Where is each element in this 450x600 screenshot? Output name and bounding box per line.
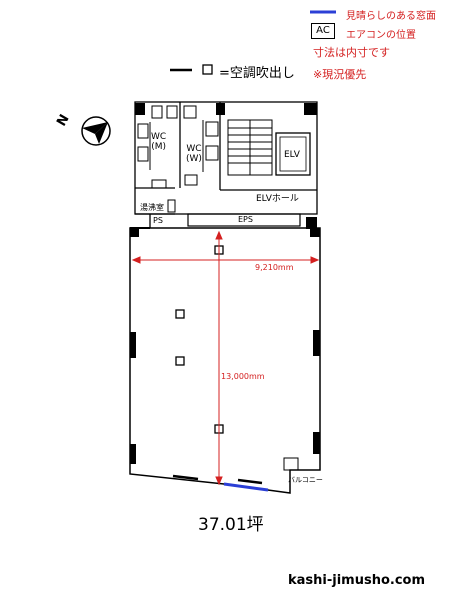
column <box>216 103 225 115</box>
elevator-shaft <box>275 132 311 176</box>
vent <box>175 356 185 366</box>
column <box>130 228 139 237</box>
eps-box <box>187 213 301 227</box>
floor-area: 37.01坪 <box>198 515 264 535</box>
column <box>304 103 317 115</box>
column <box>313 432 320 454</box>
column <box>130 332 136 358</box>
priority-note: ※現況優先 <box>313 68 367 81</box>
room-label-elv-hall: ELVホール <box>256 194 299 204</box>
compass <box>81 116 111 146</box>
wc-m-fixtures <box>137 105 178 189</box>
vent-slit <box>172 474 199 481</box>
stair <box>227 119 273 176</box>
ac-legend-box: AC <box>311 23 335 39</box>
office-outline <box>129 227 321 494</box>
site-url: kashi-jimusho.com <box>288 573 426 588</box>
depth-dimension-label: 13,000mm <box>221 372 265 381</box>
width-dimension-label: 9,210mm <box>255 263 294 272</box>
column <box>306 217 317 229</box>
vent <box>175 309 185 319</box>
dimension-note: 寸法は内寸です <box>313 46 390 59</box>
column <box>310 228 320 237</box>
room-label-elv: ELV <box>284 150 300 160</box>
room-label-ps: PS <box>153 216 163 225</box>
room-label-wc-m: WC (M) <box>151 132 167 152</box>
ac-legend-label: エアコンの位置 <box>346 30 416 41</box>
column <box>135 103 145 115</box>
vent-legend-symbol <box>170 64 213 75</box>
room-label-eps: EPS <box>238 215 253 224</box>
view-window <box>223 482 269 492</box>
room-label-balcony: バルコニー <box>288 476 323 484</box>
vent-legend-label: =空調吹出し <box>219 66 295 81</box>
vent-slit <box>237 478 263 485</box>
column <box>313 330 320 356</box>
view-face-legend-label: 見晴らしのある窓面 <box>346 11 436 22</box>
room-label-kitchen: 湯沸室 <box>140 203 164 212</box>
vent-markers <box>175 245 224 434</box>
balcony <box>283 457 320 471</box>
room-label-wc-w: WC (W) <box>186 144 202 164</box>
wc-w-fixtures <box>183 105 219 186</box>
view-face-legend-line <box>310 10 336 14</box>
column <box>130 444 136 464</box>
dimension-lines <box>131 230 320 486</box>
